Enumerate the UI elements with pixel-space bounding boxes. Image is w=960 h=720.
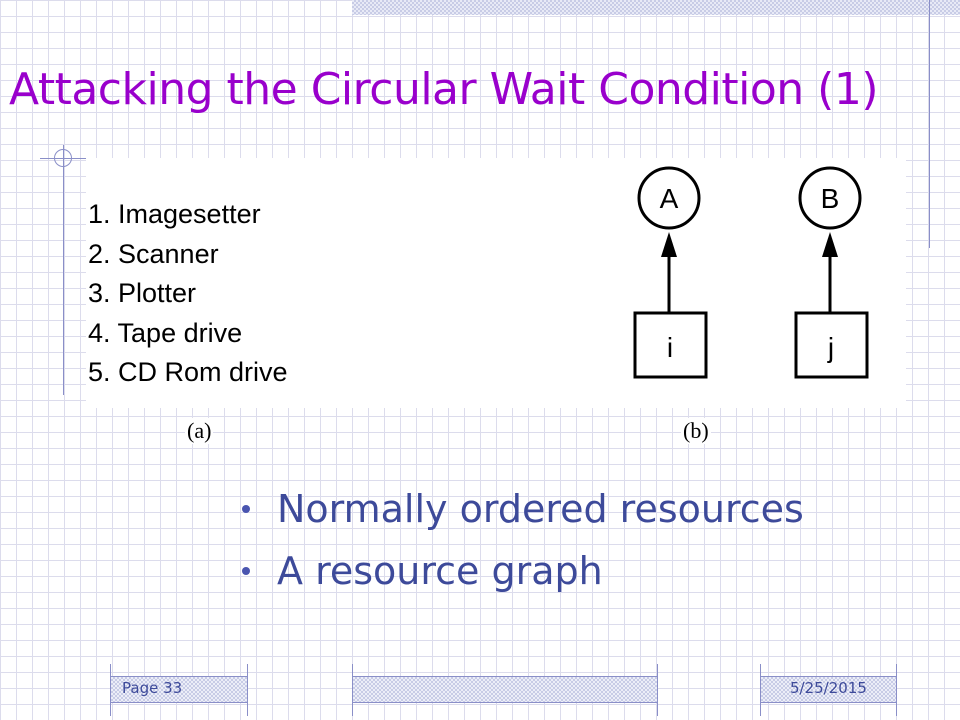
footer-divider	[352, 664, 353, 716]
footer-center-box	[352, 676, 658, 703]
resource-node-a: A	[637, 166, 701, 230]
bullet-item: A resource graph	[240, 540, 804, 602]
list-item: 1. Imagesetter	[88, 199, 261, 229]
resource-list: 1. Imagesetter 2. Scanner 3. Plotter 4. …	[88, 195, 288, 393]
bullet-text: A resource graph	[277, 549, 603, 593]
figure-panel	[86, 158, 906, 408]
resource-node-a-label: A	[660, 183, 679, 214]
bullet-dot-icon	[242, 567, 250, 575]
footer-divider	[110, 664, 111, 716]
resource-node-b: B	[798, 166, 862, 230]
slide-title: Attacking the Circular Wait Condition (1…	[9, 64, 879, 115]
footer-divider	[896, 664, 897, 716]
right-accent-line	[929, 0, 930, 248]
list-item: 5. CD Rom drive	[88, 357, 288, 387]
footer-page-number: Page 33	[122, 679, 183, 697]
bullet-item: Normally ordered resources	[240, 478, 804, 540]
arrowhead-b	[822, 232, 838, 257]
footer-divider	[760, 664, 761, 716]
footer-divider	[657, 664, 658, 716]
resource-node-b-label: B	[821, 183, 840, 214]
list-item: 2. Scanner	[88, 238, 219, 269]
process-node-i: i	[633, 311, 708, 379]
arrowhead-a	[661, 232, 677, 257]
caption-a: (a)	[185, 418, 214, 444]
top-decorative-band	[352, 0, 960, 15]
bullet-list: Normally ordered resources A resource gr…	[240, 478, 804, 602]
footer-divider	[247, 664, 248, 716]
footer-date-box	[760, 676, 897, 703]
resource-graph: A B i j	[633, 166, 869, 379]
left-accent-line	[63, 145, 64, 395]
list-item: 4. Tape drive	[88, 317, 243, 348]
process-node-j: j	[794, 311, 869, 379]
bullet-dot-icon	[242, 505, 250, 513]
list-item: 3. Plotter	[88, 278, 197, 308]
corner-mark-circle	[54, 149, 72, 167]
footer-date: 5/25/2015	[790, 679, 867, 697]
footer-page-box	[110, 676, 248, 703]
process-node-i-label: i	[667, 332, 673, 363]
process-node-j-label: j	[827, 332, 834, 363]
bullet-text: Normally ordered resources	[277, 487, 804, 531]
caption-b: (b)	[681, 418, 711, 444]
